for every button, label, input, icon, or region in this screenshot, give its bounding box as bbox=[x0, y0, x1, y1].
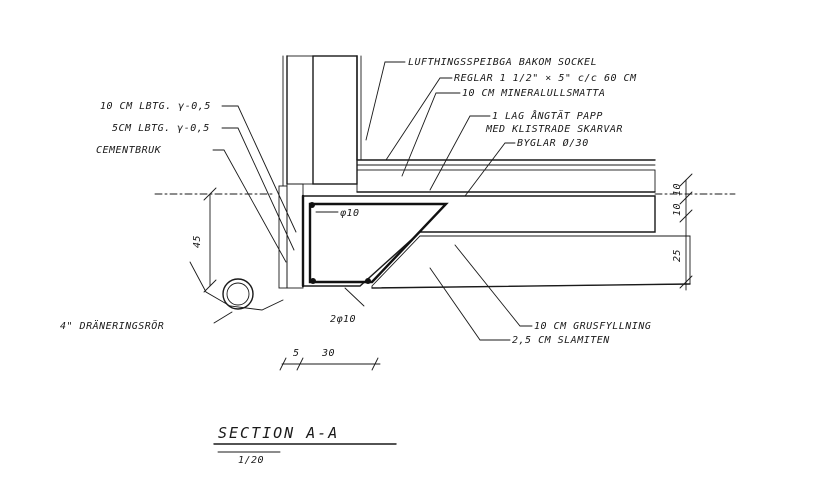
leader-lines bbox=[212, 61, 533, 341]
label-papp-2: MED KLISTRADE SKARVAR bbox=[485, 124, 623, 135]
label-reglar: REGLAR 1 1/2" × 5" c/c 60 CM bbox=[454, 73, 637, 84]
label-phi10: φ10 bbox=[340, 208, 360, 219]
wall-section bbox=[282, 55, 362, 187]
scale-label: 1/20 bbox=[238, 455, 264, 466]
rebar-dot bbox=[365, 278, 371, 284]
drain-pipe bbox=[222, 278, 254, 310]
label-byglar: BYGLAR Ø/30 bbox=[517, 137, 589, 149]
label-luft: LUFTHINGSSPEIBGA BAKOM SOCKEL bbox=[408, 57, 597, 68]
dim-10-b: 10 bbox=[672, 203, 683, 216]
label-lbtg-5: 5CM LBTG. γ-0,5 bbox=[112, 123, 210, 134]
label-mineral: 10 CM MINERALULLSMATTA bbox=[462, 88, 605, 99]
label-lbtg-10: 10 CM LBTG. γ-0,5 bbox=[100, 101, 211, 112]
dim-10-a: 10 bbox=[672, 183, 683, 196]
dim-45: 45 bbox=[192, 235, 203, 248]
annotations: LUFTHINGSSPEIBGA BAKOM SOCKEL REGLAR 1 1… bbox=[60, 57, 683, 359]
section-title: SECTION A-A bbox=[218, 424, 339, 442]
label-slam: 2,5 CM SLAMITEN bbox=[512, 335, 610, 346]
foundation bbox=[278, 183, 656, 289]
rebar-dot bbox=[310, 278, 316, 284]
dim-5: 5 bbox=[293, 348, 300, 359]
ground-line bbox=[154, 193, 736, 311]
label-grus: 10 CM GRUSFYLLNING bbox=[534, 321, 651, 332]
dimension-lines bbox=[203, 173, 693, 371]
dim-25: 25 bbox=[672, 249, 683, 262]
label-2phi10: 2φ10 bbox=[330, 314, 356, 325]
label-cement: CEMENTBRUK bbox=[96, 145, 162, 156]
label-papp-1: 1 LAG ÅNGTÄT PAPP bbox=[492, 109, 603, 122]
gravel-fill bbox=[371, 235, 691, 289]
label-drain: 4" DRÄNERINGSRÖR bbox=[60, 319, 164, 332]
title-block: SECTION A-A 1/20 bbox=[213, 424, 397, 466]
dim-30: 30 bbox=[321, 348, 335, 359]
rebar-dot bbox=[309, 202, 315, 208]
